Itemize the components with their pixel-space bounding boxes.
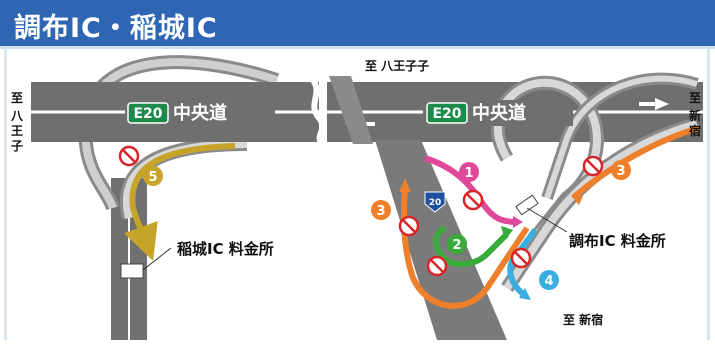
svg-text:八: 八 [10, 109, 24, 123]
no-entry-icon [510, 247, 532, 269]
ramp-badge-4: 4 [539, 270, 559, 290]
route-name-right: 中央道 [472, 102, 526, 124]
ramp-badge-3-left: 3 [371, 200, 391, 220]
chofu-toll-booth [515, 194, 539, 216]
destination-bottom: 至 新宿 [563, 312, 603, 327]
destination-left: 至 八 王 子 [10, 91, 24, 153]
route-shield: 20 [424, 191, 446, 213]
svg-text:3: 3 [616, 164, 625, 179]
interchange-map: E20 中央道 E20 中央道 20 [4, 48, 710, 340]
ramp-badge-2: 2 [447, 234, 467, 254]
svg-text:至: 至 [11, 91, 23, 105]
no-entry-icon [462, 189, 484, 211]
route-number-right: E20 [432, 106, 461, 122]
page-title: 調布IC・稲城IC [14, 13, 218, 44]
chofu-diagonal-road [375, 140, 507, 340]
ramp-3-right-route [571, 125, 700, 201]
ramp-badge-5: 5 [143, 166, 163, 186]
no-entry-icon [582, 155, 604, 177]
ramp-badge-3-right: 3 [611, 160, 631, 180]
map-svg: E20 中央道 E20 中央道 20 [10, 55, 703, 340]
svg-text:4: 4 [544, 274, 553, 289]
svg-text:至: 至 [689, 91, 701, 105]
no-entry-icon [118, 145, 140, 167]
route-name-left: 中央道 [173, 102, 227, 124]
ramp-1-route [424, 155, 518, 225]
destination-right: 至 新 宿 [689, 91, 701, 138]
svg-text:1: 1 [464, 166, 473, 181]
ramp-badge-1: 1 [459, 162, 479, 182]
eastbound-arrow [639, 98, 669, 110]
ramp-5-route [123, 143, 236, 261]
svg-text:新: 新 [689, 108, 701, 123]
route-number-left: E20 [133, 106, 162, 122]
svg-text:5: 5 [148, 170, 157, 185]
destination-top: 至 八王子子 [365, 59, 429, 73]
svg-text:2: 2 [452, 238, 461, 253]
svg-text:宿: 宿 [689, 123, 701, 138]
svg-text:王: 王 [11, 124, 23, 138]
no-entry-icon [398, 215, 420, 237]
svg-text:子: 子 [11, 139, 23, 153]
inagi-toll-label: 稲城IC 料金所 [177, 240, 274, 258]
chofu-toll-label: 調布IC 料金所 [569, 232, 666, 250]
svg-text:20: 20 [429, 198, 442, 208]
no-entry-icon [426, 255, 448, 277]
ramp-2-route [433, 225, 510, 268]
svg-text:3: 3 [376, 204, 385, 219]
route-sign-right: E20 中央道 [423, 100, 573, 126]
inagi-toll-booth [120, 263, 144, 279]
route-sign-left: E20 中央道 [125, 100, 275, 126]
title-bar: 調布IC・稲城IC [0, 0, 715, 49]
